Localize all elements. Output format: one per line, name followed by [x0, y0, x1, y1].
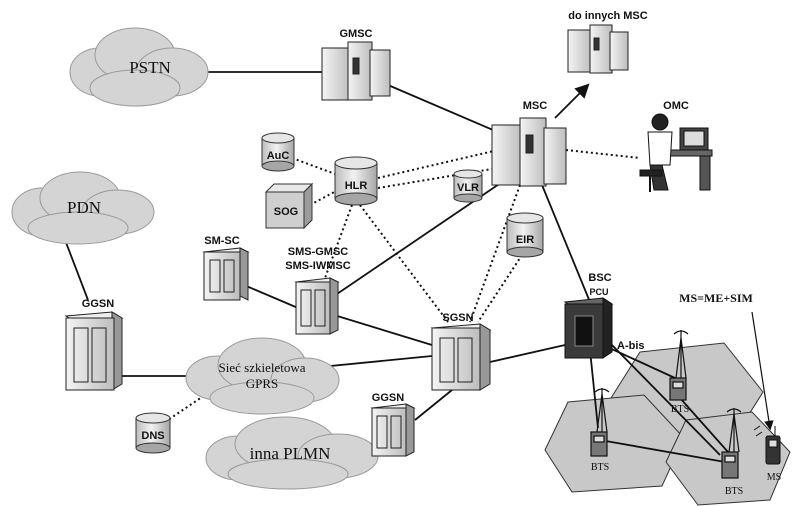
link-msc-sgsn [469, 184, 521, 323]
msc-label: MSC [522, 100, 548, 112]
other-msc-cabinet [567, 24, 629, 74]
sms-gmsc-label: SMS-GMSC [287, 246, 349, 258]
link-bsc-bts-1 [602, 344, 676, 379]
gmsc-label: GMSC [339, 28, 373, 40]
sog-box-icon [264, 182, 314, 230]
gprs-backbone-cloud [185, 337, 340, 415]
hlr-label: HLR [344, 180, 368, 192]
smsc-label: SM-SC [204, 235, 240, 247]
sms-gmsc-cabinet [294, 277, 340, 335]
vlr-label: VLR [457, 182, 479, 194]
eir-database-icon [506, 212, 544, 258]
smsc-cabinet [202, 247, 250, 301]
sms-iwmsc-label: SMS-IWMSC [285, 260, 351, 272]
bts-tower-3 [721, 408, 742, 479]
dns-database-icon [135, 412, 171, 454]
bts-tower-1 [669, 330, 689, 401]
mobile-phone-icon [753, 425, 781, 465]
ms-label: MS [766, 472, 782, 483]
dns-label: DNS [141, 430, 165, 442]
gprs-backbone-label-1: Sieć szkieletowa [218, 360, 306, 375]
bsc-label: BSC [588, 272, 612, 284]
link-msc-bsc [541, 184, 591, 303]
pdn-label: PDN [66, 198, 102, 217]
abis-label: A-bis [617, 340, 645, 352]
auc-database-icon [261, 132, 295, 172]
gprs-backbone-label-2: GPRS [245, 376, 279, 391]
other-plmn-label: inna PLMN [249, 444, 331, 463]
ggsn-right-cabinet [370, 403, 416, 457]
link-smsgmsc-sgsn [333, 314, 433, 346]
link-bsc-bts-3 [611, 344, 721, 456]
link-sog-hlr [309, 189, 339, 206]
omc-label: OMC [663, 100, 689, 112]
eir-label: EIR [515, 234, 535, 246]
bts-label-2: BTS [590, 462, 610, 473]
gmsc-cabinet [321, 41, 391, 101]
sog-label: SOG [273, 206, 299, 218]
link-bts-bts-b [679, 397, 729, 453]
bts-label-3: BTS [724, 486, 744, 497]
link-msc-arrow [554, 83, 590, 119]
ggsn-right-label: GGSN [371, 392, 405, 404]
pstn-cloud [69, 27, 209, 107]
link-ms-arrow [751, 311, 774, 431]
link-hlr-sgsn [359, 204, 449, 323]
pdn-cloud [11, 171, 155, 245]
vlr-database-icon [453, 169, 483, 203]
ggsn-left-cabinet [64, 311, 124, 391]
pcu-label: PCU [589, 287, 609, 297]
link-hlr-msc-a [377, 149, 499, 179]
bts-label-1: BTS [670, 404, 690, 415]
bts-tower-2 [590, 388, 610, 457]
pstn-label: PSTN [129, 58, 171, 77]
sgsn-label: SGSN [442, 312, 474, 324]
radio-cells [544, 342, 791, 506]
cell-hexagon [544, 394, 685, 493]
ms-formula-label: MS=ME+SIM [679, 291, 753, 305]
link-sgsn-ggsn-right [414, 389, 453, 421]
link-dns-backbone [164, 394, 206, 423]
other-msc-label: do innych MSC [568, 10, 648, 22]
link-sgsn-bsc [489, 344, 566, 363]
link-bts-bts-a [599, 439, 726, 463]
link-eir-sgsn [477, 254, 523, 323]
hlr-database-icon [334, 156, 378, 206]
bsc-cabinet [563, 297, 614, 359]
msc-cabinet [491, 117, 567, 187]
link-gmsc-msc [387, 84, 501, 134]
auc-label: AuC [266, 150, 290, 162]
link-msc-omc [565, 149, 641, 159]
link-auc-hlr [291, 157, 339, 176]
omc-workstation-icon [639, 113, 713, 192]
link-bsc-bts-2 [589, 349, 599, 429]
sgsn-cabinet [430, 323, 492, 391]
link-smsc-smsgmsc [243, 284, 299, 309]
ggsn-left-label: GGSN [81, 298, 115, 310]
